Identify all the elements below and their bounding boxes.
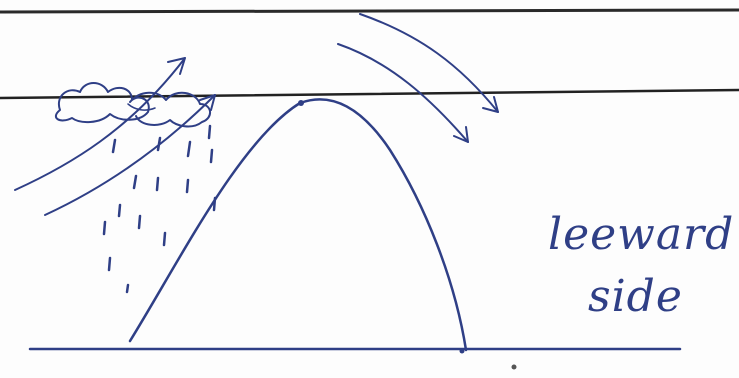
- leeward-label-line2: side: [588, 271, 683, 322]
- ink-mark: [459, 348, 465, 354]
- rising-wind-arrows: [14, 57, 216, 216]
- rain-drops: [102, 124, 217, 294]
- ground-line: [28, 346, 682, 351]
- mountain-outline: [128, 98, 468, 352]
- leeward-label-line1: leeward: [548, 209, 735, 260]
- rain-cloud: [54, 82, 211, 128]
- top-rule-line: [0, 8, 739, 14]
- ink-mark: [511, 364, 517, 370]
- descending-wind-arrows: [337, 13, 499, 143]
- mountain-peak-dot: [298, 100, 304, 106]
